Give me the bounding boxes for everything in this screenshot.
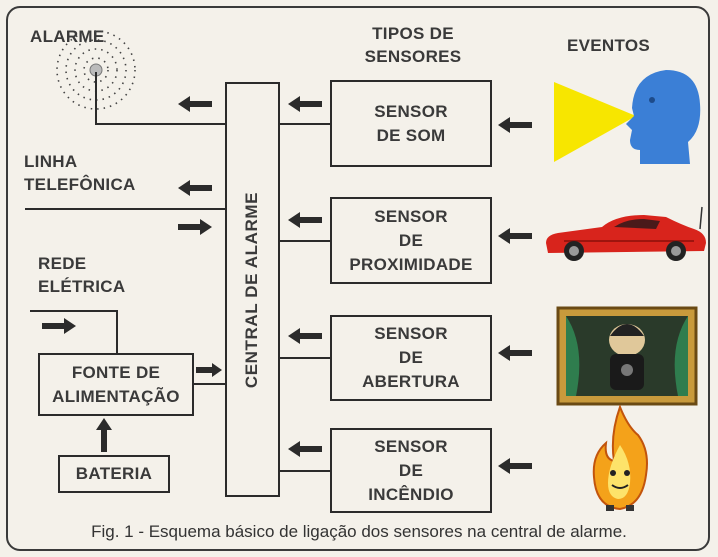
power-wire <box>194 383 225 385</box>
arrow-left-icon <box>498 228 532 244</box>
sensor-types-heading: TIPOS DE SENSORES <box>364 24 462 66</box>
sensor-box-sound: SENSOR DE SOM <box>330 80 492 167</box>
arrow-left-icon <box>288 212 322 228</box>
diagram-frame <box>6 6 710 551</box>
siren-wire <box>95 72 97 124</box>
arrow-left-icon <box>288 441 322 457</box>
power-supply-box: FONTE DE ALIMENTAÇÃO <box>38 353 194 416</box>
arrow-left-icon <box>178 180 212 196</box>
arrow-left-icon <box>498 117 532 133</box>
arrow-left-icon <box>178 96 212 112</box>
arrow-up-icon <box>96 418 112 452</box>
mains-wire <box>30 310 118 312</box>
red-car-icon <box>546 206 706 261</box>
sound-voice-icon <box>554 70 701 164</box>
arrow-left-icon <box>498 345 532 361</box>
arrow-left-icon <box>288 96 322 112</box>
events-heading: EVENTOS <box>567 36 651 55</box>
mains-wire-v <box>116 310 118 353</box>
siren-wire-h <box>95 123 225 125</box>
arrow-right-icon <box>42 318 76 334</box>
arrow-left-icon <box>288 328 322 344</box>
arrow-left-icon <box>498 458 532 474</box>
wire-fire <box>280 470 330 472</box>
phone-wire <box>25 208 225 210</box>
sensor-box-proximity: SENSOR DE PROXIMIDADE <box>330 197 492 284</box>
fire-icon <box>592 405 648 511</box>
figure-caption: Fig. 1 - Esquema básico de ligação dos s… <box>91 522 627 541</box>
battery-box: BATERIA <box>58 455 170 493</box>
arrow-right-icon <box>196 363 222 377</box>
window-intruder-icon <box>556 306 698 406</box>
mains-label: REDE ELÉTRICA <box>38 254 126 296</box>
central-alarm-label: CENTRAL DE ALARME <box>242 191 261 389</box>
wire-opening <box>280 357 330 359</box>
arrow-right-icon <box>178 219 212 235</box>
wire-proximity <box>280 240 330 242</box>
central-alarm-box <box>225 82 280 497</box>
siren-icon <box>56 30 136 110</box>
sensor-box-opening: SENSOR DE ABERTURA <box>330 315 492 401</box>
sensor-box-fire: SENSOR DE INCÊNDIO <box>330 428 492 513</box>
phone-line-label: LINHA TELEFÔNICA <box>24 152 136 194</box>
wire-sound <box>280 123 330 125</box>
